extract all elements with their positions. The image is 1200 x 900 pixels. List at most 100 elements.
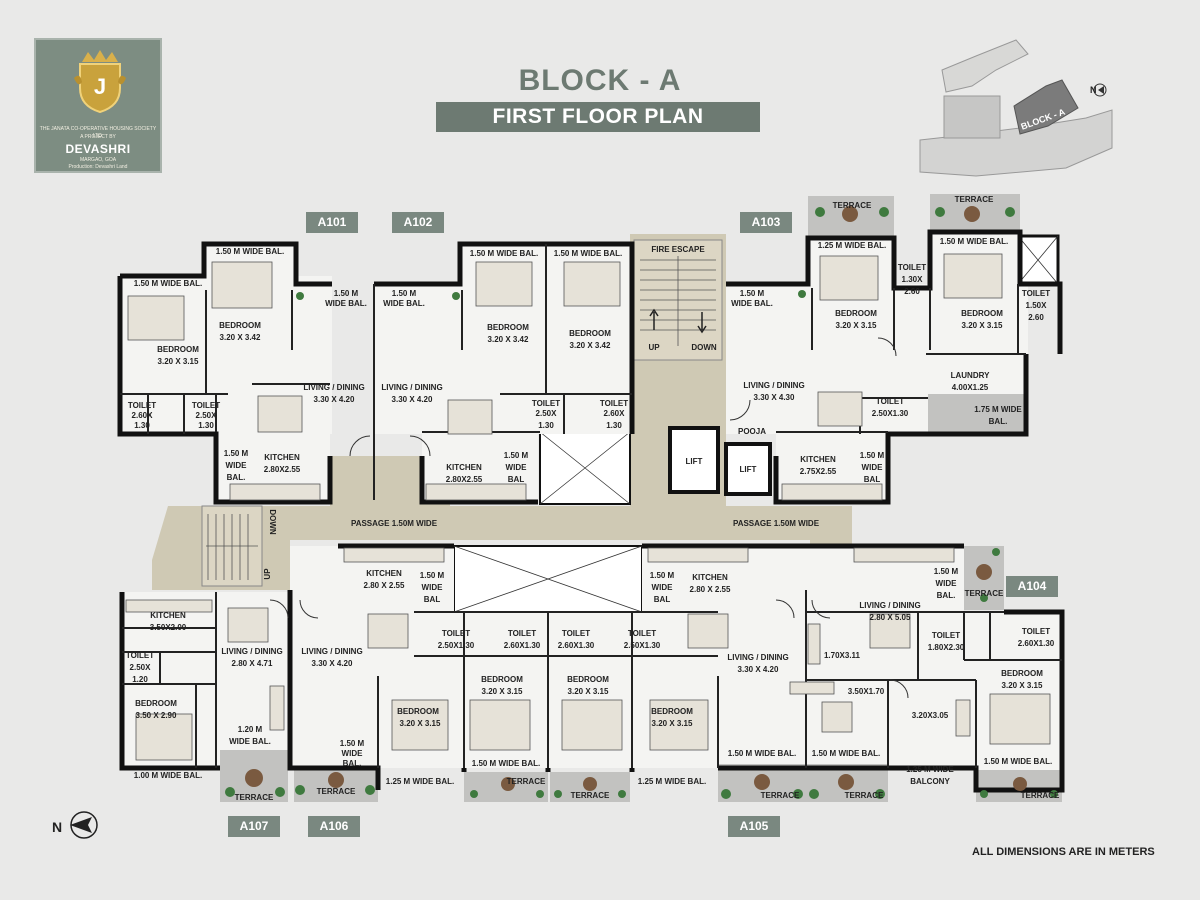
- lift2-label: LIFT: [740, 465, 757, 474]
- logo-letter: J: [94, 74, 106, 99]
- a103-toilet2-name: TOILET: [1022, 289, 1050, 298]
- a107-kitchen-name: KITCHEN: [150, 611, 186, 620]
- a102-toilet2-size2: 1.30: [606, 421, 622, 430]
- a105-living-size: 3.30 X 4.20: [738, 665, 779, 674]
- a102-bal1-l2: WIDE BAL.: [383, 299, 425, 308]
- a101-toilet1-size: 2.60X: [132, 411, 154, 420]
- a105-bed1-name: BEDROOM: [567, 675, 609, 684]
- a104-kitchen-l3: BAL.: [937, 591, 956, 600]
- a101-bal3-l1: 1.50 M: [334, 289, 359, 298]
- a103-kbal-l3: BAL: [864, 475, 881, 484]
- a101-toilet2-size2: 1.30: [198, 421, 214, 430]
- unit-label-a102: A102: [392, 212, 444, 233]
- a104-toilet1-size: 1.80X2.30: [928, 643, 965, 652]
- a102-toilet1-size2: 1.30: [538, 421, 554, 430]
- a103-bal1-l1: 1.50 M: [740, 289, 765, 298]
- north-indicator: N: [52, 811, 98, 839]
- a103-laundry-name: LAUNDRY: [951, 371, 990, 380]
- stair-up-label: UP: [648, 343, 660, 352]
- a102-toilet1-name: TOILET: [532, 399, 560, 408]
- a104-kitchen-l2: WIDE: [936, 579, 958, 588]
- stair2-down-label: DOWN: [268, 509, 277, 535]
- a104-terrace2: TERRACE: [845, 791, 884, 800]
- a103-terrace1: TERRACE: [833, 201, 872, 210]
- a104-lobby: 1.70X3.11: [824, 651, 861, 660]
- a105-kitchen-name: KITCHEN: [692, 573, 728, 582]
- a102-bal3: 1.50 M WIDE BAL.: [554, 249, 622, 258]
- a103-bal4-l2: BAL.: [989, 417, 1008, 426]
- a106-toilet1-size: 2.50X1.30: [438, 641, 475, 650]
- a104-toilet2-size: 2.60X1.30: [1018, 639, 1055, 648]
- block-title: BLOCK - A: [518, 64, 682, 97]
- a102-kbal-l1: 1.50 M: [504, 451, 529, 460]
- a103-toilet1-name: TOILET: [898, 263, 926, 272]
- a107-living-size: 2.80 X 4.71: [232, 659, 273, 668]
- a102-kbal-l2: WIDE: [506, 463, 528, 472]
- a101-kitchen-size: 2.80X2.55: [264, 465, 301, 474]
- a106-living-name: LIVING / DINING: [301, 647, 362, 656]
- passage1-label: PASSAGE 1.50M WIDE: [351, 519, 438, 528]
- common-area: [152, 234, 1060, 613]
- unit-label-a104: A104: [1006, 576, 1058, 597]
- a103-bal1-l2: WIDE BAL.: [731, 299, 773, 308]
- a105-kitchen-size: 2.80 X 2.55: [690, 585, 731, 594]
- a101-bal3-l2: WIDE BAL.: [325, 299, 367, 308]
- a106-bed2-size: 3.20 X 3.15: [482, 687, 523, 696]
- logo-brand: DEVASHRI: [65, 142, 131, 156]
- a107-kitchen-size: 3.50X2.00: [150, 623, 187, 632]
- a105-living-name: LIVING / DINING: [727, 653, 788, 662]
- lift1-label: LIFT: [686, 457, 703, 466]
- a107-bed-name: BEDROOM: [135, 699, 177, 708]
- a101-toilet1-size2: 1.30: [134, 421, 150, 430]
- a107-terrace: TERRACE: [235, 793, 274, 802]
- logo-location: MARGAO, GOA: [79, 157, 117, 163]
- a105-bal2: 1.50 M WIDE BAL.: [728, 749, 796, 758]
- a101-bed2-name: BEDROOM: [219, 321, 261, 330]
- logo-society: THE JANATA CO-OPERATIVE HOUSING SOCIETY …: [39, 126, 157, 139]
- a104-room: 3.20X3.05: [912, 711, 949, 720]
- unit-label-a103: A103: [740, 212, 792, 233]
- key-plan: BLOCK - A N: [919, 39, 1113, 177]
- logo-developer: Production: Devashri Land: [68, 164, 128, 170]
- a106-bed2-name: BEDROOM: [481, 675, 523, 684]
- a101-toilet2-size: 2.50X: [196, 411, 218, 420]
- a103-living-name: LIVING / DINING: [743, 381, 804, 390]
- a107-bal1: 1.00 M WIDE BAL.: [134, 771, 202, 780]
- a104-bed1-size: 3.20 X 3.15: [1002, 681, 1043, 690]
- a105-toilet1-size: 2.60X1.30: [558, 641, 595, 650]
- north-label: N: [52, 819, 62, 835]
- a103-bed2-name: BEDROOM: [961, 309, 1003, 318]
- a103-toilet2-size2: 2.60: [1028, 313, 1044, 322]
- a105-kbal-l3: BAL: [654, 595, 671, 604]
- a101-bed1-size: 3.20 X 3.15: [158, 357, 199, 366]
- unit-label-a106: A106: [308, 816, 360, 837]
- a106-bal1-l1: 1.50 M: [340, 739, 365, 748]
- a104-toilet2-name: TOILET: [1022, 627, 1050, 636]
- a103-bal3: 1.50 M WIDE BAL.: [940, 237, 1008, 246]
- a102-toilet2-name: TOILET: [600, 399, 628, 408]
- a106-bal1-l2: WIDE: [342, 749, 364, 758]
- north-arrow-icon: [1098, 86, 1104, 94]
- a102-living-name: LIVING / DINING: [381, 383, 442, 392]
- a106-toilet2-size: 2.60X1.30: [504, 641, 541, 650]
- a102-kbal-l3: BAL: [508, 475, 525, 484]
- passage2-label: PASSAGE 1.50M WIDE: [733, 519, 820, 528]
- door-swings: [269, 337, 909, 699]
- a102-kitchen-name: KITCHEN: [446, 463, 482, 472]
- a104-study: 3.50X1.70: [848, 687, 885, 696]
- stair-down-label: DOWN: [691, 343, 717, 352]
- a103-kitchen-name: KITCHEN: [800, 455, 836, 464]
- a102-bal2: 1.50 M WIDE BAL.: [470, 249, 538, 258]
- outer-walls: [117, 229, 1065, 793]
- a104-bal2: 1.25 M WIDE: [906, 765, 954, 774]
- dimensions-note: ALL DIMENSIONS ARE IN METERS: [972, 846, 1155, 858]
- a105-terrace1: TERRACE: [571, 791, 610, 800]
- a101-kbal-l1: 1.50 M: [224, 449, 249, 458]
- a107-toilet-size2: 1.20: [132, 675, 148, 684]
- a106-kbal-l3: BAL: [424, 595, 441, 604]
- a106-toilet1-name: TOILET: [442, 629, 470, 638]
- a101-kbal-l2: WIDE: [226, 461, 248, 470]
- a106-bed1-name: BEDROOM: [397, 707, 439, 716]
- a101-kbal-l3: BAL.: [227, 473, 246, 482]
